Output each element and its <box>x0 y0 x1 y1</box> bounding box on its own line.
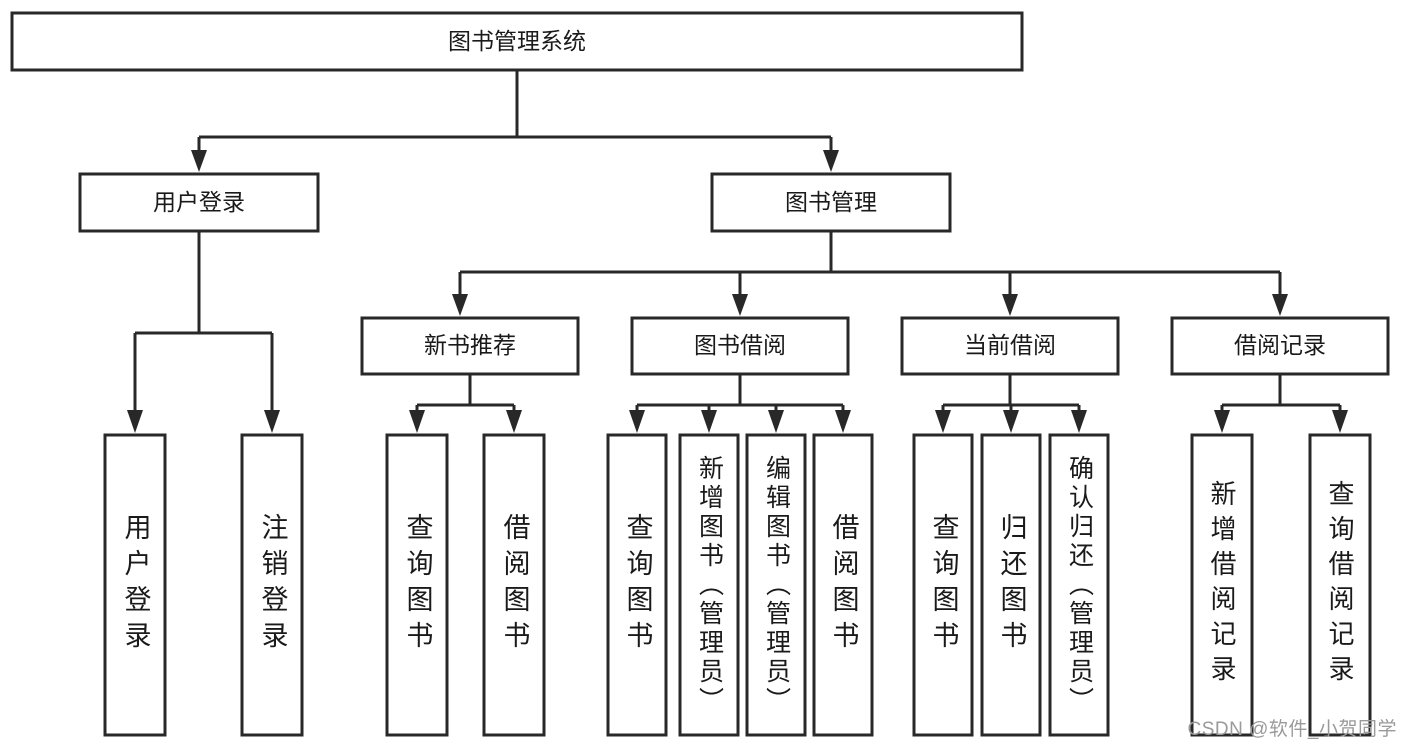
arrow-to-leaf-query-record <box>1332 410 1348 433</box>
node-leaf-add-book-box[interactable] <box>678 433 740 737</box>
node-borrow-record-box[interactable] <box>1170 316 1390 376</box>
arrow-to-leaf-return-book <box>1003 410 1019 433</box>
node-leaf-borrow-book-2-box[interactable] <box>812 433 874 737</box>
node-new-book-recommend-box[interactable] <box>360 316 580 376</box>
node-book-borrow[interactable]: 图书借阅 <box>630 316 850 376</box>
arrow-to-book-borrow <box>732 294 748 316</box>
arrow-to-user-login <box>191 150 207 172</box>
node-borrow-record-label: 借阅记录 <box>1234 332 1326 358</box>
node-leaf-confirm-return-box[interactable] <box>1048 433 1110 737</box>
node-leaf-user-logout-box[interactable] <box>240 433 304 737</box>
node-leaf-borrow-book-1-box[interactable] <box>482 433 546 737</box>
node-leaf-query-book-1-box[interactable] <box>385 433 449 737</box>
arrow-to-leaf-user-logout <box>264 410 280 433</box>
arrow-to-leaf-add-book <box>701 410 717 433</box>
node-book-borrow-label: 图书借阅 <box>694 332 786 358</box>
node-leaf-query-record-box[interactable] <box>1308 433 1372 737</box>
arrow-to-leaf-add-record <box>1214 410 1230 433</box>
arrow-to-current-borrow <box>1002 294 1018 316</box>
arrow-to-new-book-recommend <box>452 294 468 316</box>
node-user-login[interactable]: 用户登录 <box>78 172 320 233</box>
leaf-boxes <box>103 433 1372 737</box>
node-root-box[interactable] <box>10 11 1024 72</box>
arrow-to-leaf-edit-book <box>768 410 784 433</box>
node-current-borrow-box[interactable] <box>900 316 1120 376</box>
node-borrow-record[interactable]: 借阅记录 <box>1170 316 1390 376</box>
node-leaf-user-login-box[interactable] <box>103 433 167 737</box>
node-leaf-edit-book-box[interactable] <box>745 433 807 737</box>
arrow-to-leaf-user-login <box>127 410 143 433</box>
node-current-borrow[interactable]: 当前借阅 <box>900 316 1120 376</box>
arrow-to-borrow-record <box>1272 294 1288 316</box>
arrow-to-leaf-confirm-return <box>1071 410 1087 433</box>
node-root-label: 图书管理系统 <box>448 28 586 54</box>
node-new-book-recommend[interactable]: 新书推荐 <box>360 316 580 376</box>
arrow-to-leaf-query-book-2 <box>629 410 645 433</box>
node-leaf-query-book-3-box[interactable] <box>912 433 974 737</box>
node-book-borrow-box[interactable] <box>630 316 850 376</box>
connector-layer <box>127 70 1348 433</box>
node-leaf-query-book-2-box[interactable] <box>606 433 668 737</box>
node-book-management-box[interactable] <box>710 172 952 233</box>
arrow-to-leaf-borrow-book-2 <box>835 410 851 433</box>
node-leaf-add-record-box[interactable] <box>1190 433 1254 737</box>
arrow-to-book-management <box>823 150 839 172</box>
node-user-login-label: 用户登录 <box>153 189 245 215</box>
arrow-to-leaf-borrow-book-1 <box>506 410 522 433</box>
node-leaf-return-book-box[interactable] <box>980 433 1042 737</box>
node-current-borrow-label: 当前借阅 <box>964 332 1056 358</box>
node-book-management-label: 图书管理 <box>785 189 877 215</box>
node-root[interactable]: 图书管理系统 <box>10 11 1024 72</box>
node-book-management[interactable]: 图书管理 <box>710 172 952 233</box>
watermark: CSDN @软件_小贺同学 <box>1187 719 1397 740</box>
node-new-book-recommend-label: 新书推荐 <box>424 332 516 358</box>
arrow-to-leaf-query-book-1 <box>409 410 425 433</box>
node-user-login-box[interactable] <box>78 172 320 233</box>
arrow-to-leaf-query-book-3 <box>935 410 951 433</box>
